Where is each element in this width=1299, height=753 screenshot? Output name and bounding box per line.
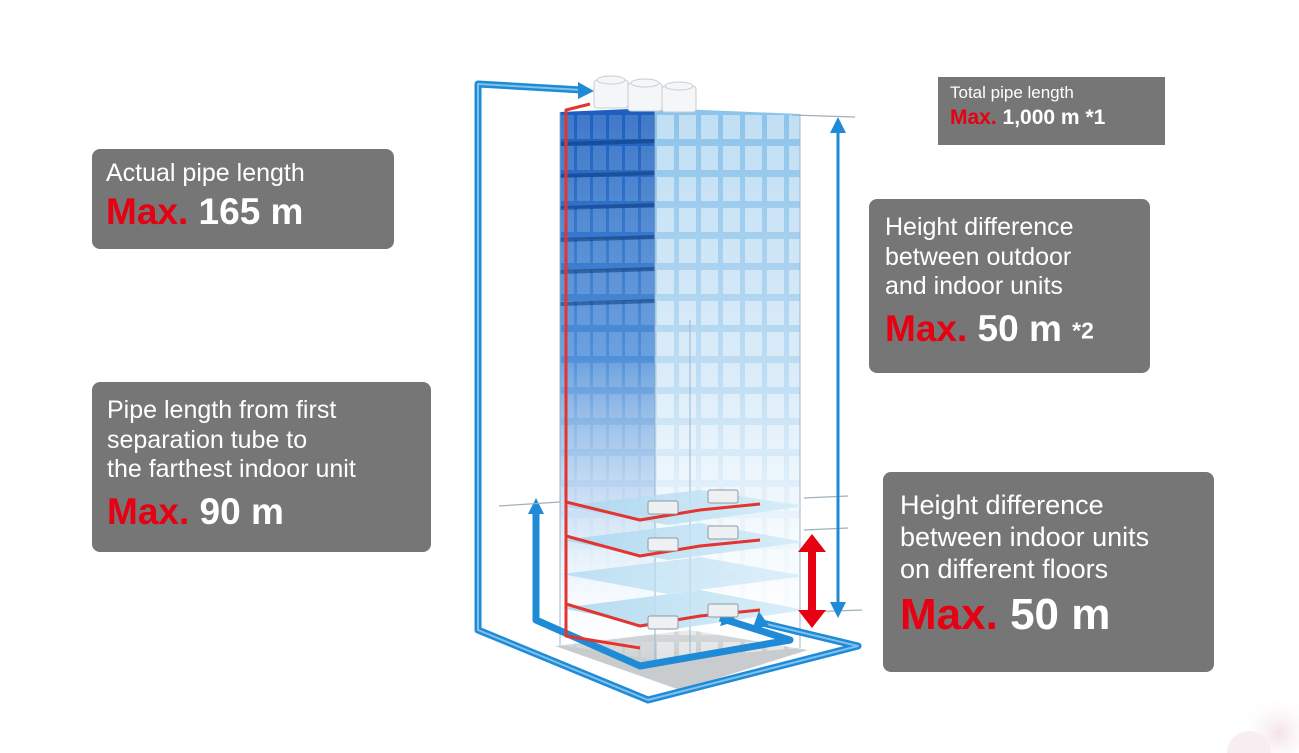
actual-pipe-length-max: Max. 165 m — [106, 191, 394, 233]
total-pipe-length-max: Max. 1,000 m *1 — [950, 106, 1165, 130]
corner-decoration — [1227, 693, 1299, 753]
label-line: and indoor units — [885, 272, 1063, 300]
height-outdoor-indoor-label: Height difference between outdoor and in… — [869, 199, 1150, 373]
max-value: 165 m — [198, 190, 304, 232]
label-line: Pipe length from first — [107, 396, 337, 424]
label-line: Height difference — [900, 490, 1104, 520]
total-pipe-length-label: Total pipe length Max. 1,000 m *1 — [938, 77, 1165, 145]
max-value: 1,000 m — [1002, 106, 1080, 130]
max-value: 50 m — [977, 307, 1062, 349]
max-keyword: Max. — [950, 106, 997, 130]
label-line: the farthest indoor unit — [107, 455, 356, 483]
height-outdoor-indoor-max: Max. 50 m *2 — [885, 308, 1150, 350]
first-separation-max: Max. 90 m — [107, 491, 431, 533]
label-line: between indoor units — [900, 521, 1150, 552]
footnote-mark: *1 — [1085, 106, 1106, 130]
total-pipe-length-title: Total pipe length — [950, 83, 1074, 102]
max-value: 50 m — [1010, 589, 1111, 639]
label-line: on different floors — [900, 553, 1109, 584]
max-keyword: Max. — [885, 307, 968, 349]
label-line: between outdoor — [885, 242, 1072, 271]
max-keyword: Max. — [107, 490, 190, 532]
actual-pipe-length-label: Actual pipe length Max. 165 m — [92, 149, 394, 249]
height-between-floors-label: Height difference between indoor units o… — [883, 472, 1214, 672]
max-keyword: Max. — [900, 589, 998, 639]
height-between-floors-max: Max. 50 m — [900, 590, 1214, 640]
footnote-mark: *2 — [1072, 317, 1094, 344]
outdoor-units — [593, 75, 697, 113]
max-value: 90 m — [199, 490, 284, 532]
actual-pipe-length-title: Actual pipe length — [106, 159, 305, 187]
first-separation-pipe-label: Pipe length from first separation tube t… — [92, 382, 431, 552]
label-line: Height difference — [885, 213, 1074, 241]
max-keyword: Max. — [106, 190, 189, 232]
label-line: separation tube to — [107, 425, 308, 454]
